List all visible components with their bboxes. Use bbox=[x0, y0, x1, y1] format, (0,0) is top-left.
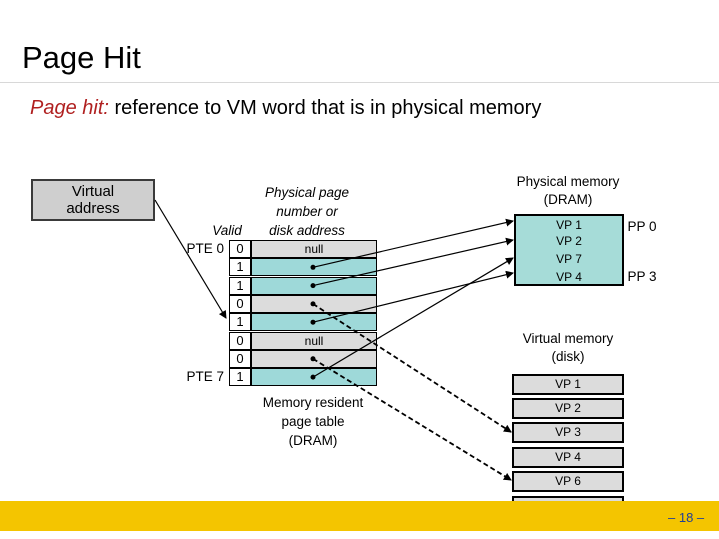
physical-page-cell: VP 2 bbox=[514, 232, 624, 250]
disk-page-cell: VP 6 bbox=[512, 471, 624, 492]
pte-valid-bit: 1 bbox=[229, 368, 251, 386]
valid-column-label: Valid bbox=[212, 223, 242, 238]
pte-valid-bit: 0 bbox=[229, 240, 251, 258]
virtual-address-line2: address bbox=[66, 200, 120, 217]
pt-caption-line2: page table bbox=[281, 414, 345, 429]
pp0-label: PP 0 bbox=[627, 219, 657, 234]
physical-page-cell: VP 7 bbox=[514, 250, 624, 268]
pp3-label: PP 3 bbox=[627, 269, 657, 284]
arrow-pte4-to-pp3 bbox=[312, 270, 514, 323]
arrow-pte1-to-pp0 bbox=[312, 218, 514, 268]
physical-memory-title-line1: Physical memory bbox=[516, 174, 620, 189]
subtitle-term: Page hit: bbox=[30, 97, 109, 119]
pt-header-line2: number or bbox=[276, 204, 338, 219]
physical-page-cell: VP 1 bbox=[514, 214, 624, 232]
slide-title: Page Hit bbox=[22, 40, 141, 75]
pte-first-label: PTE 0 bbox=[186, 241, 224, 256]
pte-address: null bbox=[251, 240, 377, 258]
slide-number: – 18 – bbox=[668, 510, 705, 525]
pte-valid-bit: 0 bbox=[229, 332, 251, 350]
pte-valid-bit: 1 bbox=[229, 258, 251, 276]
arrow-pte2-to-pp1 bbox=[312, 237, 514, 287]
pt-header-line1: Physical page bbox=[264, 185, 350, 200]
pte-last-label: PTE 7 bbox=[186, 369, 224, 384]
disk-page-cell: VP 3 bbox=[512, 422, 624, 443]
pte-valid-bit: 1 bbox=[229, 313, 251, 331]
pte-valid-bit: 0 bbox=[229, 295, 251, 313]
arrow-pte6-to-disk bbox=[312, 358, 512, 481]
pt-header-line3: disk address bbox=[269, 223, 345, 238]
pt-caption-line1: Memory resident bbox=[262, 395, 364, 410]
footer-bar bbox=[0, 501, 719, 531]
physical-page-cell: VP 4 bbox=[514, 268, 624, 286]
arrow-pte7-to-pp2 bbox=[312, 257, 514, 378]
slide-subtitle: Page hit: reference to VM word that is i… bbox=[30, 95, 541, 121]
virtual-memory-title-line2: (disk) bbox=[551, 349, 585, 364]
arrow-vaddr-to-pte4 bbox=[154, 199, 227, 319]
disk-page-cell: VP 1 bbox=[512, 374, 624, 395]
disk-page-cell: VP 2 bbox=[512, 398, 624, 419]
pte-valid-bit: 0 bbox=[229, 350, 251, 368]
virtual-memory-title-line1: Virtual memory bbox=[522, 331, 614, 346]
arrow-pte3-to-disk bbox=[312, 303, 512, 433]
pt-caption-line3: (DRAM) bbox=[288, 433, 338, 448]
virtual-address-line1: Virtual bbox=[71, 183, 115, 200]
title-divider bbox=[0, 82, 719, 83]
pte-address: null bbox=[251, 332, 377, 350]
subtitle-rest: reference to VM word that is in physical… bbox=[108, 97, 542, 119]
physical-memory-title-line2: (DRAM) bbox=[543, 192, 593, 207]
pte-valid-bit: 1 bbox=[229, 277, 251, 295]
virtual-address-box: Virtual address bbox=[31, 179, 155, 221]
disk-page-cell: VP 4 bbox=[512, 447, 624, 468]
footer-gap bbox=[0, 531, 719, 539]
